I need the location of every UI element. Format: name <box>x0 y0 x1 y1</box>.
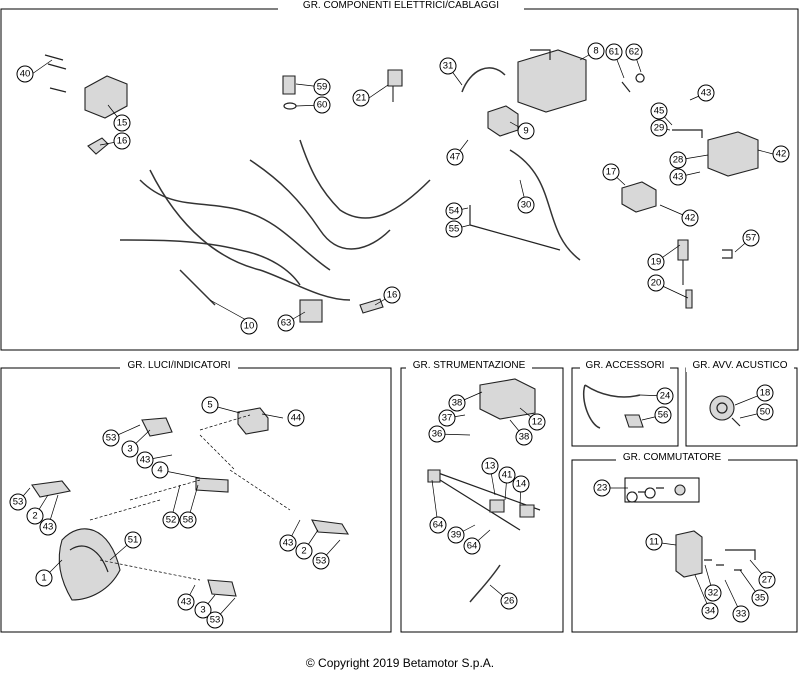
callout-label: 16 <box>387 290 398 301</box>
callout-label: 43 <box>283 538 294 549</box>
callout-label: 42 <box>776 149 787 160</box>
callout-label: 26 <box>504 596 515 607</box>
callout-label: 47 <box>450 152 461 163</box>
callout-label: 36 <box>432 429 443 440</box>
callout-label: 42 <box>685 213 696 224</box>
callout-label: 55 <box>449 224 460 235</box>
callout-label: 63 <box>281 318 292 329</box>
callout-label: 35 <box>755 593 766 604</box>
callout-label: 24 <box>660 391 671 402</box>
callout-label: 29 <box>654 123 665 134</box>
callout-label: 8 <box>593 46 598 57</box>
parts-strumentazione <box>427 378 541 603</box>
callout-label: 62 <box>629 47 640 58</box>
section-title-avvisatore: GR. AVV. ACUSTICO <box>692 360 787 371</box>
leader-lines <box>17 50 774 621</box>
section-title-commutatore: GR. COMMUTATORE <box>623 452 722 463</box>
parts-commutatore <box>624 477 756 578</box>
callouts-strumentazione: 38 37 36 12 38 13 41 14 64 39 64 26 <box>428 394 546 610</box>
callout-label: 20 <box>651 278 662 289</box>
callout-label: 43 <box>140 455 151 466</box>
callout-label: 53 <box>210 615 221 626</box>
callout-label: 21 <box>356 93 367 104</box>
section-title-luci: GR. LUCI/INDICATORI <box>128 360 231 371</box>
section-title-componenti: GR. COMPONENTI ELETTRICI/CABLAGGI <box>303 0 499 11</box>
callout-label: 9 <box>523 126 528 137</box>
parts-componenti <box>44 49 759 323</box>
callout-label: 41 <box>502 470 513 481</box>
callout-label: 40 <box>20 69 31 80</box>
frame-luci <box>0 367 392 633</box>
callout-label: 3 <box>127 444 132 455</box>
callouts-commutatore: 23 11 27 32 35 34 33 <box>593 479 776 623</box>
callout-label: 33 <box>736 609 747 620</box>
callout-label: 43 <box>43 522 54 533</box>
callout-label: 52 <box>166 515 177 526</box>
callout-label: 17 <box>606 167 617 178</box>
callout-label: 60 <box>317 100 328 111</box>
callout-label: 57 <box>746 233 757 244</box>
callouts-luci: 5 44 53 3 43 4 53 2 43 52 58 51 1 43 2 5… <box>9 396 330 629</box>
callout-label: 11 <box>649 537 659 548</box>
callout-label: 23 <box>597 483 608 494</box>
callout-label: 43 <box>701 88 712 99</box>
callout-label: 38 <box>519 432 530 443</box>
callout-label: 1 <box>41 573 46 584</box>
callout-label: 44 <box>291 413 302 424</box>
callout-label: 14 <box>516 479 527 490</box>
section-title-accessori: GR. ACCESSORI <box>586 360 665 371</box>
callout-label: 19 <box>651 257 662 268</box>
callout-label: 64 <box>467 541 478 552</box>
callout-label: 59 <box>317 82 328 93</box>
callout-label: 43 <box>181 597 192 608</box>
section-title-strumentazione: GR. STRUMENTAZIONE <box>413 360 526 371</box>
parts-accessori <box>583 384 644 429</box>
callout-label: 2 <box>301 546 306 557</box>
callout-label: 53 <box>13 497 24 508</box>
callout-label: 43 <box>673 172 684 183</box>
callout-label: 61 <box>609 47 620 58</box>
callout-label: 16 <box>117 136 128 147</box>
callout-label: 38 <box>452 398 463 409</box>
callout-label: 13 <box>485 461 496 472</box>
callout-label: 28 <box>673 155 684 166</box>
callout-label: 15 <box>117 118 128 129</box>
callouts-accessori: 24 56 <box>654 387 674 424</box>
callout-label: 64 <box>433 520 444 531</box>
callout-label: 27 <box>762 575 773 586</box>
callout-label: 45 <box>654 106 665 117</box>
callout-label: 3 <box>200 605 205 616</box>
callout-label: 30 <box>521 200 532 211</box>
callout-label: 50 <box>760 407 771 418</box>
parts-luci <box>31 407 350 601</box>
callouts-avvisatore: 18 50 <box>756 384 774 421</box>
callout-label: 39 <box>451 530 462 541</box>
frame-avvisatore <box>685 367 798 447</box>
callout-label: 18 <box>760 388 771 399</box>
callout-label: 51 <box>128 535 139 546</box>
parts-avvisatore <box>709 395 741 427</box>
callout-label: 37 <box>442 413 453 424</box>
callout-label: 34 <box>705 606 716 617</box>
callout-label: 32 <box>708 588 719 599</box>
callout-label: 58 <box>183 515 194 526</box>
callout-label: 12 <box>532 417 543 428</box>
callout-label: 56 <box>658 410 669 421</box>
callout-label: 53 <box>106 433 117 444</box>
copyright: © Copyright 2019 Betamotor S.p.A. <box>306 656 494 670</box>
callouts-componenti: 40 15 16 59 60 21 31 8 61 62 9 47 45 43 … <box>16 42 790 335</box>
callout-label: 5 <box>207 400 212 411</box>
callout-label: 10 <box>244 321 255 332</box>
callout-label: 54 <box>449 206 460 217</box>
callout-label: 4 <box>157 465 162 476</box>
callout-label: 31 <box>443 61 454 72</box>
callout-label: 2 <box>32 511 37 522</box>
callout-label: 53 <box>316 556 327 567</box>
